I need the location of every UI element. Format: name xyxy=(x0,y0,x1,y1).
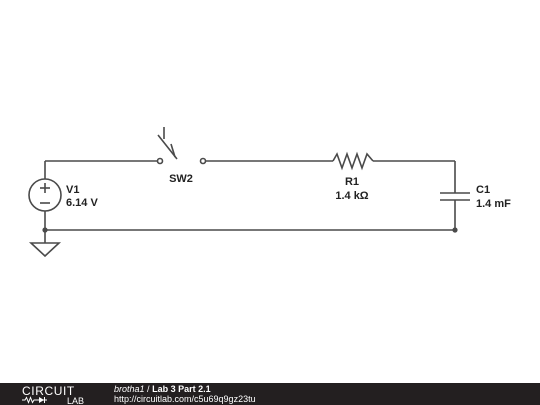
voltage-source-v1[interactable] xyxy=(28,178,62,212)
circuit-title-line: brotha1 / Lab 3 Part 2.1 xyxy=(114,384,256,394)
resistor-r1[interactable] xyxy=(332,151,374,171)
logo-resistor-icon xyxy=(22,396,37,404)
switch-name-label: SW2 xyxy=(169,173,193,185)
schematic-canvas: V1 6.14 V SW2 R1 1.4 kΩ C1 1.4 mF xyxy=(28,127,511,258)
circuitlab-logo[interactable]: CIRCUIT LAB xyxy=(20,383,95,405)
footer-bar: CIRCUIT LAB brotha1 / Lab 3 Part 2.1 htt… xyxy=(0,383,540,405)
footer-text: brotha1 / Lab 3 Part 2.1 http://circuitl… xyxy=(114,384,256,404)
path-separator: / xyxy=(147,384,150,394)
resistor-value-label: 1.4 kΩ xyxy=(335,190,368,202)
circuit-title[interactable]: Lab 3 Part 2.1 xyxy=(152,384,211,394)
circuit-url[interactable]: http://circuitlab.com/c5u69q9gz23tu xyxy=(114,394,256,404)
ground-symbol xyxy=(28,242,62,258)
capacitor-name-label: C1 xyxy=(476,184,490,196)
junction-dot xyxy=(452,227,458,233)
resistor-name-label: R1 xyxy=(345,176,359,188)
switch-sw2[interactable] xyxy=(156,127,207,165)
source-name-label: V1 xyxy=(66,184,79,196)
capacitor-c1[interactable] xyxy=(440,192,470,201)
junction-dot xyxy=(42,227,48,233)
author-name[interactable]: brotha1 xyxy=(114,384,145,394)
logo-bottom-text: LAB xyxy=(67,396,84,405)
logo-top-text: CIRCUIT xyxy=(22,384,75,398)
wires xyxy=(44,160,456,243)
capacitor-value-label: 1.4 mF xyxy=(476,198,511,210)
source-value-label: 6.14 V xyxy=(66,197,98,209)
